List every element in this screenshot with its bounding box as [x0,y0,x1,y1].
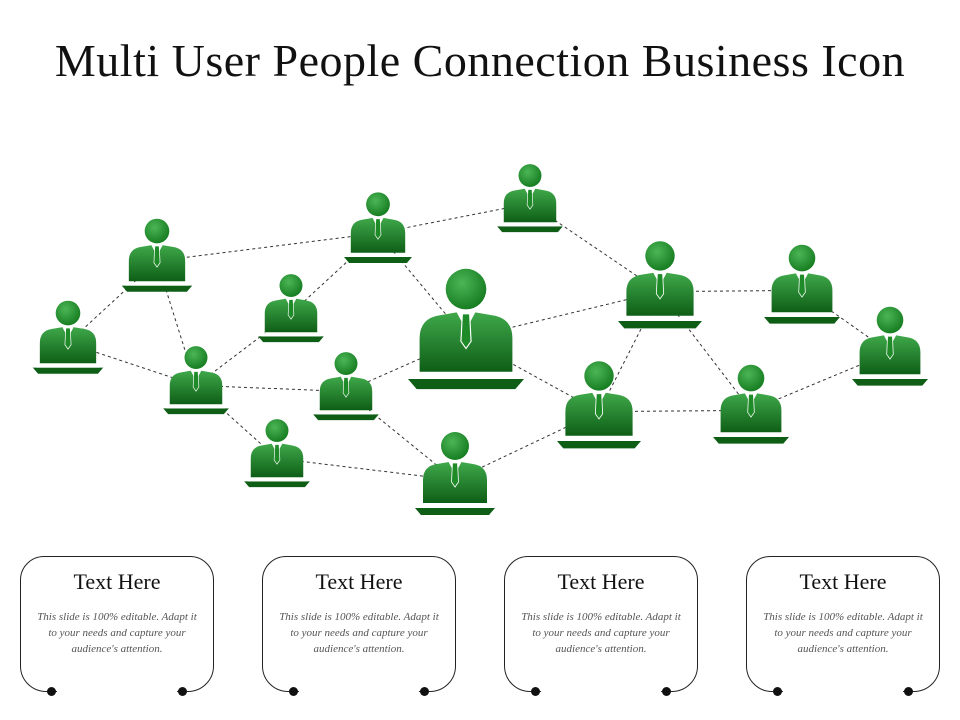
businessman-icon [497,164,563,233]
text-card-2: Text Here This slide is 100% editable. A… [262,556,456,696]
businessman-icon [244,419,310,488]
businessman-icon [618,241,702,329]
bullet-dot [178,687,187,696]
connection-line [156,232,379,262]
card-body: This slide is 100% editable. Adapt it to… [763,611,923,655]
businessman-icon [258,274,324,343]
bullet-dot [773,687,782,696]
businessman-icon [557,361,641,449]
bullet-dot [531,687,540,696]
businessman-icon [764,244,840,324]
businessman-icon [852,306,928,386]
businessman-icon [163,346,229,415]
businessman-icon [32,300,104,374]
text-card-4: Text Here This slide is 100% editable. A… [746,556,940,696]
page-title: Multi User People Connection Business Ic… [54,35,906,86]
people-network-diagram [32,164,928,515]
card-heading: Text Here [557,569,645,594]
bullet-dot [289,687,298,696]
text-card-1: Text Here This slide is 100% editable. A… [20,556,214,696]
card-body: This slide is 100% editable. Adapt it to… [279,611,439,655]
businessman-icon [408,268,524,390]
businessman-icon [415,432,495,515]
card-body: This slide is 100% editable. Adapt it to… [521,611,681,655]
bullet-dot [662,687,671,696]
card-heading: Text Here [799,569,887,594]
businessman-icon [121,218,193,292]
bullet-dot [47,687,56,696]
businessman-icon [713,364,789,444]
businessman-icon [313,352,379,421]
card-body: This slide is 100% editable. Adapt it to… [37,611,197,655]
text-card-3: Text Here This slide is 100% editable. A… [504,556,698,696]
connection-line [67,342,197,386]
connection-line [598,291,661,412]
bullet-dot [420,687,429,696]
bullet-dot [904,687,913,696]
businessman-icon [344,192,412,263]
card-heading: Text Here [315,569,403,594]
card-heading: Text Here [73,569,161,594]
people-icons [32,164,928,515]
